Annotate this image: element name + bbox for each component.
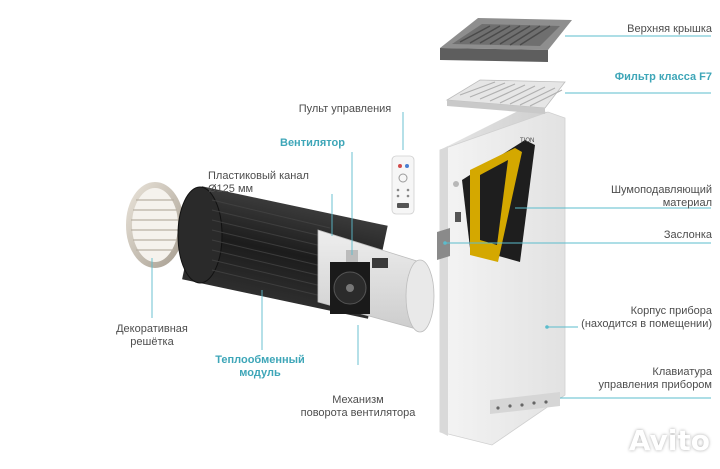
keypad-strip <box>490 392 560 414</box>
label-heat-exchanger-line2: модуль <box>239 367 281 379</box>
label-noise-line1: Шумоподавляющий <box>610 184 712 196</box>
label-keypad-line2: управления прибором <box>598 379 713 391</box>
fan-shell <box>317 229 435 333</box>
label-filter: Фильтр класса F7 <box>614 71 712 83</box>
remote-control <box>391 155 415 215</box>
label-remote: Пульт управления <box>298 103 392 115</box>
label-keypad-line1: Клавиатура <box>652 366 712 378</box>
label-plastic-channel-line1: Пластиковый канал <box>208 170 309 182</box>
top-cover <box>440 18 572 62</box>
label-top-cover: Верхняя крышка <box>627 23 712 35</box>
label-grille-line1: Декоративная <box>116 323 188 335</box>
label-mechanism-line1: Механизм <box>332 394 384 406</box>
leader-lines <box>151 35 711 399</box>
label-housing-line2: (находится в помещении) <box>581 318 712 330</box>
label-mechanism-line2: поворота вентилятора <box>300 407 416 419</box>
label-damper: Заслонка <box>663 229 712 241</box>
label-grille-line2: решётка <box>130 336 174 348</box>
filter-f7 <box>445 79 566 114</box>
avito-watermark: Avito <box>628 424 710 457</box>
label-housing-line1: Корпус прибора <box>630 305 712 317</box>
damper-flap <box>437 228 450 260</box>
device-housing <box>437 110 566 446</box>
decorative-grille <box>126 182 184 268</box>
label-fan: Вентилятор <box>280 137 345 149</box>
label-plastic-channel-line2: Ø125 мм <box>208 183 254 195</box>
label-noise-line2: материал <box>662 197 712 209</box>
device-logo: TION <box>520 138 534 144</box>
label-heat-exchanger-line1: Теплообменный <box>215 354 305 366</box>
